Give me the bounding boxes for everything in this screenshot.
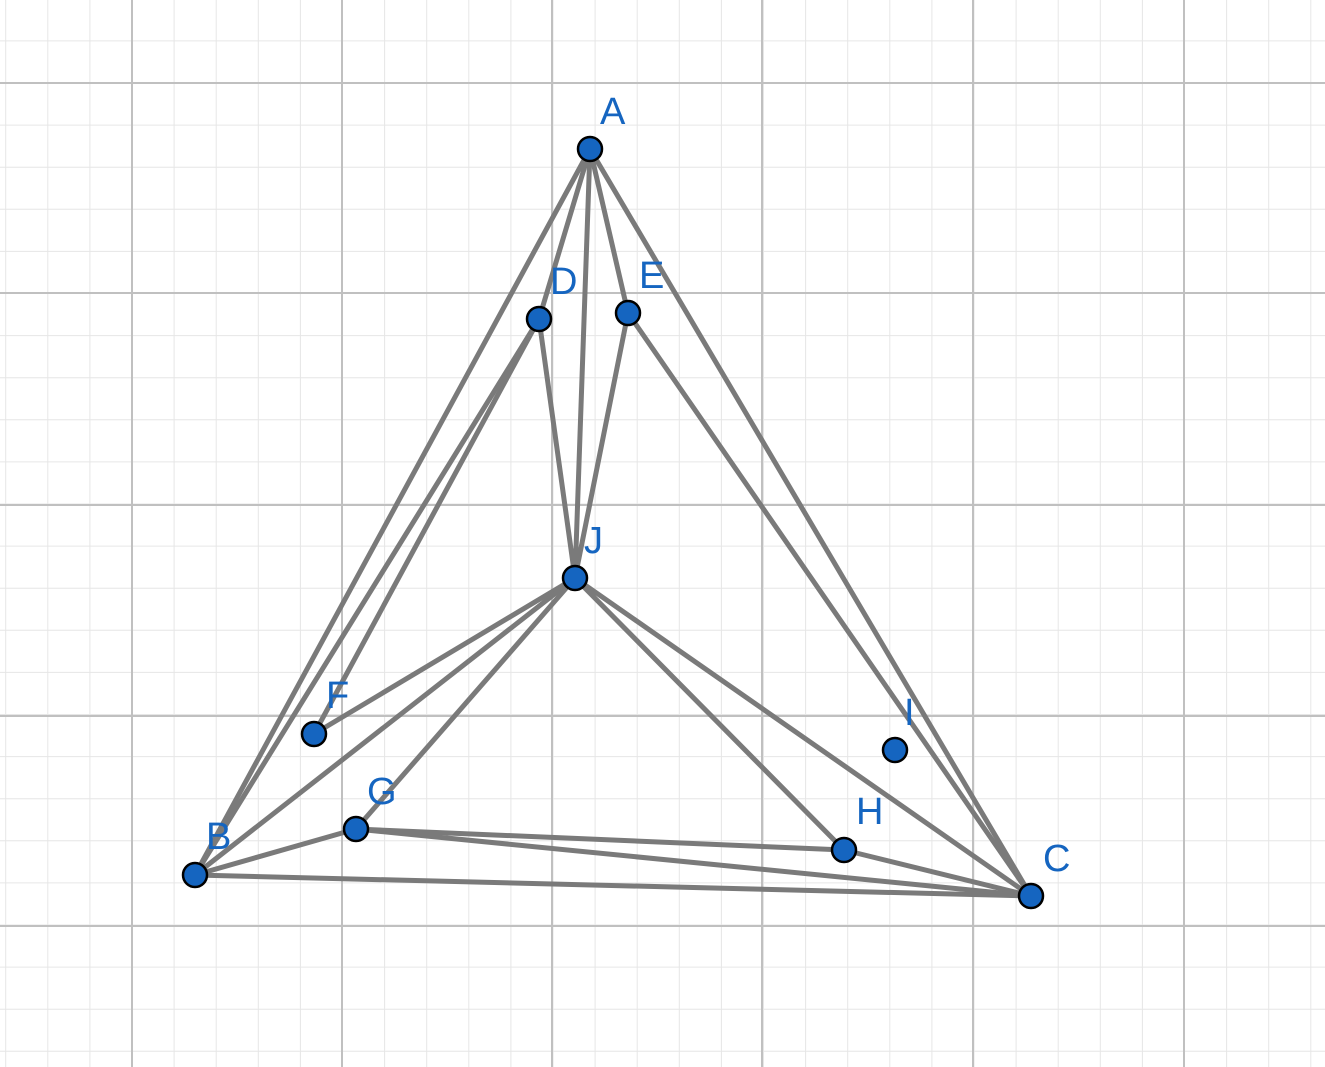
point-label-f: F (326, 675, 349, 717)
segment-jc[interactable] (572, 575, 1034, 899)
segment-jg[interactable] (353, 575, 578, 832)
point-label-g: G (367, 771, 397, 813)
segment-jb[interactable] (192, 575, 578, 878)
point-label-j: J (584, 520, 603, 562)
segment-ec[interactable] (625, 310, 1034, 899)
point-label-b: B (206, 816, 231, 858)
point-label-c: C (1043, 838, 1070, 880)
point-label-i: I (904, 692, 915, 734)
segment-jh[interactable] (572, 575, 847, 853)
point-i[interactable] (881, 736, 909, 764)
point-j[interactable] (561, 564, 589, 592)
segment-bg[interactable] (192, 826, 359, 878)
segment-hc[interactable] (841, 847, 1034, 899)
segment-gc[interactable] (353, 826, 1034, 899)
segment-db[interactable] (192, 316, 542, 878)
segment-jf[interactable] (311, 575, 578, 737)
segment-df[interactable] (311, 316, 542, 737)
labels-layer: A B C D E F G H I J (206, 91, 1070, 880)
point-c[interactable] (1017, 882, 1045, 910)
segment-ab[interactable] (192, 146, 593, 878)
point-h[interactable] (830, 836, 858, 864)
segments-layer (192, 146, 1034, 899)
point-d[interactable] (525, 305, 553, 333)
point-a[interactable] (576, 135, 604, 163)
segment-ej[interactable] (572, 310, 631, 581)
point-label-h: H (856, 791, 883, 833)
point-g[interactable] (342, 815, 370, 843)
point-f[interactable] (300, 720, 328, 748)
point-label-a: A (600, 91, 626, 133)
point-b[interactable] (181, 861, 209, 889)
point-label-e: E (639, 255, 664, 297)
point-label-d: D (550, 261, 577, 303)
segment-bc[interactable] (192, 872, 1034, 899)
segment-ad[interactable] (536, 146, 593, 322)
segment-ae[interactable] (587, 146, 631, 316)
point-e[interactable] (614, 299, 642, 327)
points-layer (181, 135, 1045, 910)
segment-dj[interactable] (536, 316, 578, 581)
segment-ac[interactable] (587, 146, 1034, 899)
segment-gh[interactable] (353, 826, 847, 853)
segment-aj[interactable] (572, 146, 593, 581)
